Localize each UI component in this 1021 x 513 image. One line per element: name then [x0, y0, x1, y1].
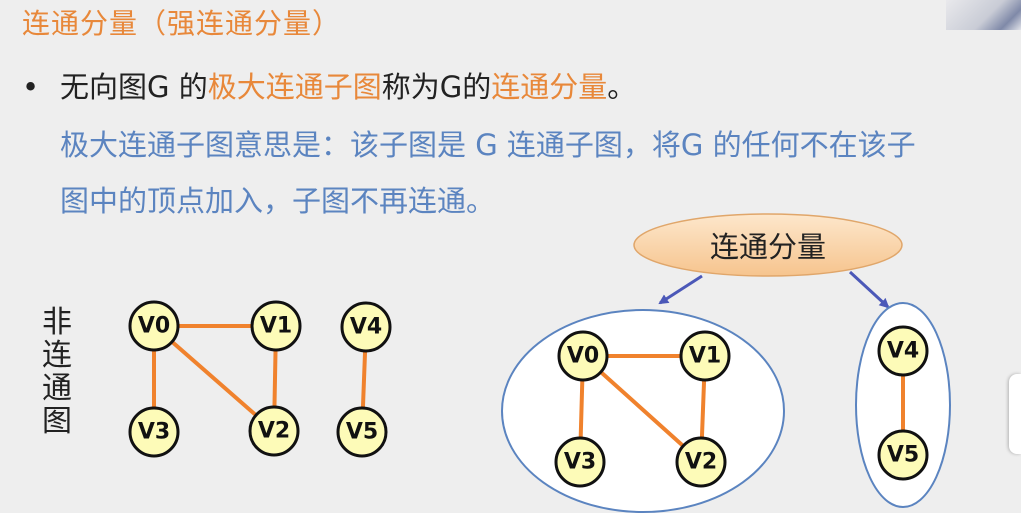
explanation-line-2: 图中的顶点加入，子图不再连通。 — [60, 184, 496, 218]
vertex-v3-label: V3 — [138, 420, 170, 445]
explanation-line-1: 极大连通子图意思是：该子图是 G 连通子图，将G 的任何不在该子 — [60, 128, 916, 162]
c1-vertex-v2-label: V2 — [685, 450, 717, 475]
vertex-v0: V0 — [128, 300, 180, 352]
vertex-v2: V2 — [248, 405, 300, 457]
label-char-1: 非 — [42, 305, 72, 340]
c1-vertex-v3-label: V3 — [564, 450, 596, 475]
c2-vertex-v4-label: V4 — [887, 339, 919, 364]
corner-thumbnail — [946, 0, 1021, 30]
vertex-v1: V1 — [250, 300, 302, 352]
c1-vertex-v1: V1 — [679, 330, 731, 382]
bullet-suffix: 。 — [607, 70, 637, 104]
c2-vertex-v5-label: V5 — [887, 443, 919, 468]
left-graph: V0 V1 V2 V3 V4 V5 — [128, 300, 392, 458]
arrow-to-component-2 — [848, 270, 890, 309]
slide-title: 连通分量（强连通分量） — [22, 7, 342, 40]
vertex-v2-label: V2 — [258, 419, 290, 444]
vertex-v1-label: V1 — [260, 314, 292, 339]
vertex-v3: V3 — [128, 406, 180, 458]
c1-vertex-v0: V0 — [557, 330, 609, 382]
arrow-to-component-1 — [658, 274, 703, 305]
highlight-component: 连通分量 — [491, 70, 608, 104]
label-char-3: 通 — [42, 371, 72, 406]
c2-vertex-v5: V5 — [877, 429, 929, 481]
bullet-definition: • 无向图G 的极大连通子图称为G的连通分量。 — [22, 64, 636, 106]
vertex-v4-label: V4 — [350, 315, 382, 340]
c2-vertex-v4: V4 — [877, 325, 929, 377]
c1-vertex-v0-label: V0 — [567, 344, 599, 369]
component-label-oval — [633, 213, 903, 277]
vertex-v4: V4 — [340, 301, 392, 353]
component-1: V0 V1 V2 V3 — [501, 309, 785, 513]
vertex-v5: V5 — [336, 406, 388, 458]
vertex-v0-label: V0 — [138, 314, 170, 339]
component-2: V4 V5 — [855, 302, 951, 508]
label-char-4: 图 — [42, 404, 72, 439]
c1-edge-v0-v2 — [581, 354, 703, 464]
side-handle[interactable] — [1009, 374, 1021, 454]
c1-vertex-v3: V3 — [554, 436, 606, 488]
bullet-mid: 称为G的 — [381, 70, 492, 104]
non-connected-graph-label: 非 连 通 图 — [40, 306, 74, 438]
edge-v0-v2 — [152, 324, 276, 433]
c1-vertex-v2: V2 — [675, 436, 727, 488]
bullet-dot-icon: • — [22, 70, 40, 104]
c1-vertex-v1-label: V1 — [689, 344, 721, 369]
bullet-prefix: 无向图G 的 — [60, 70, 208, 104]
component-label-text: 连通分量 — [710, 230, 826, 264]
label-char-2: 连 — [42, 338, 72, 373]
vertex-v5-label: V5 — [346, 420, 378, 445]
highlight-max-subgraph: 极大连通子图 — [207, 70, 382, 104]
